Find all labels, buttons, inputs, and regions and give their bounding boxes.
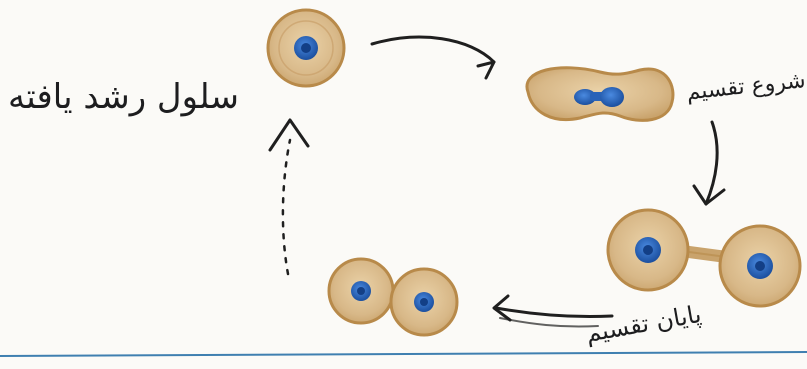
- label-mature-cell: سلول رشد یافته: [8, 80, 239, 114]
- arrow-daughters-to-mature-head: [270, 120, 308, 150]
- arrow-pair-to-daughters: [496, 308, 612, 317]
- dividing-cell-start: [527, 68, 673, 121]
- stretched-nucleus-right: [600, 87, 624, 107]
- dividing-cell-pair: [608, 210, 800, 306]
- page-baseline: [0, 352, 807, 356]
- arrow-daughters-to-mature: [283, 140, 290, 274]
- arrow-growth-to-start: [372, 37, 494, 62]
- arrow-start-to-pair: [706, 122, 717, 204]
- daughter-cells: [329, 259, 457, 335]
- mature-cell: [268, 10, 344, 86]
- arrow-growth-to-start-head: [478, 62, 494, 78]
